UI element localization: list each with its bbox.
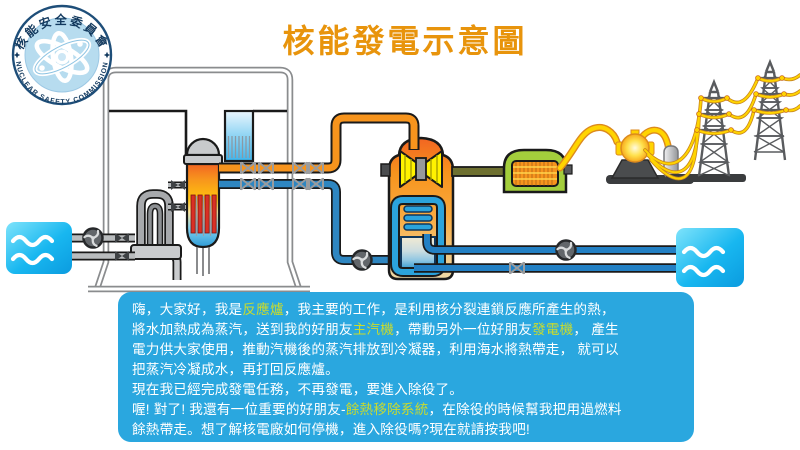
keyword-residual-heat-removal-system: 餘熱移除系統 [345, 402, 429, 417]
insulator-icon [694, 75, 789, 133]
description-box[interactable]: 嗨，大家好，我是反應爐，我主要的工作，是利用核分裂連鎖反應所產生的熱， 將水加熱… [118, 292, 694, 442]
transformer-orb [620, 133, 650, 163]
sea-water-discharge-pipes [414, 234, 690, 275]
description-line: 喔! 對了! 我還有一位重要的好朋友-餘熱移除系統，在除役的時候幫我把用過燃料 [132, 402, 622, 417]
description-line: 嗨，大家好，我是反應爐，我主要的工作，是利用核分裂連鎖反應所產生的熱， [132, 302, 615, 317]
keyword-reactor: 反應爐 [242, 302, 284, 317]
keyword-generator: 發電機 [532, 322, 574, 337]
sea-water-intake-pipes [60, 227, 135, 261]
turbine-blades [399, 150, 443, 188]
keyword-main-turbine: 主汽機 [352, 322, 395, 337]
pump-icon [555, 239, 577, 261]
tower-1-arms [697, 96, 731, 132]
description-line: 把蒸汽冷凝成水，再打回反應爐。 [132, 362, 339, 377]
tower-1-lattice [697, 95, 731, 177]
control-rod-drives [196, 247, 210, 276]
fuel-racks [227, 136, 251, 158]
wave-icon [681, 245, 726, 278]
operating-floor [109, 109, 287, 160]
agency-logo: 核能安全委員會 NUCLEAR SAFETY COMMISSION [11, 4, 113, 106]
description-line: 餘熱帶走。想了解核電廠如何停機，進入除役嗎?現在就請按我吧! [132, 422, 530, 437]
feedwater-pipe [219, 179, 400, 271]
sea-water-discharge [676, 228, 744, 287]
page-title: 核能發電示意圖 [282, 23, 528, 59]
reactor-dome [185, 137, 221, 157]
wave-icon [10, 234, 55, 266]
generator [451, 148, 573, 194]
power-lines [643, 73, 800, 181]
atom-icon [32, 30, 92, 84]
reactor-vessel [183, 137, 223, 276]
main-steam-pipe [219, 112, 420, 174]
sea-water-source [6, 222, 72, 274]
pump-icon [351, 249, 373, 271]
residual-heat-removal-system [130, 180, 187, 280]
generator-coil [511, 160, 559, 187]
description-line: 現在我已經完成發電任務，不再發電，要進入除役了。 [132, 382, 464, 397]
spent-fuel-pool [223, 109, 255, 163]
turbine-shaft [451, 166, 507, 177]
fuel-rods [190, 194, 217, 236]
description-line: 將水加熱成為蒸汽，送到我的好朋友主汽機，帶動另外一位好朋友發電機， 產生 [132, 322, 619, 337]
description-line: 電力供大家使用，推動汽機後的蒸汽排放到冷凝器，利用海水將熱帶走， 就可以 [132, 342, 619, 357]
condenser-tubes [403, 205, 433, 231]
pump-icon [82, 227, 104, 249]
